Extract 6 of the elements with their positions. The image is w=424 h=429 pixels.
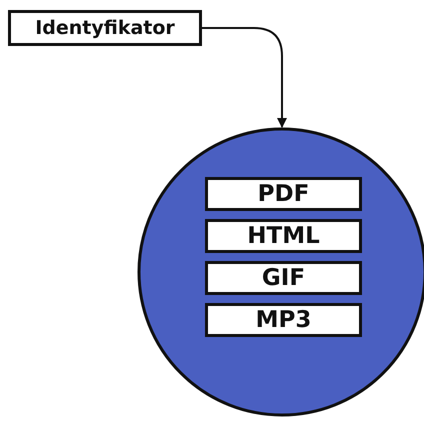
format-label-box: PDF (205, 177, 362, 211)
format-label-box: GIF (205, 261, 362, 295)
arrow (202, 27, 287, 128)
format-label-box: HTML (205, 219, 362, 253)
format-label-box: MP3 (205, 303, 362, 337)
label-box: Identyfikator (8, 10, 202, 46)
